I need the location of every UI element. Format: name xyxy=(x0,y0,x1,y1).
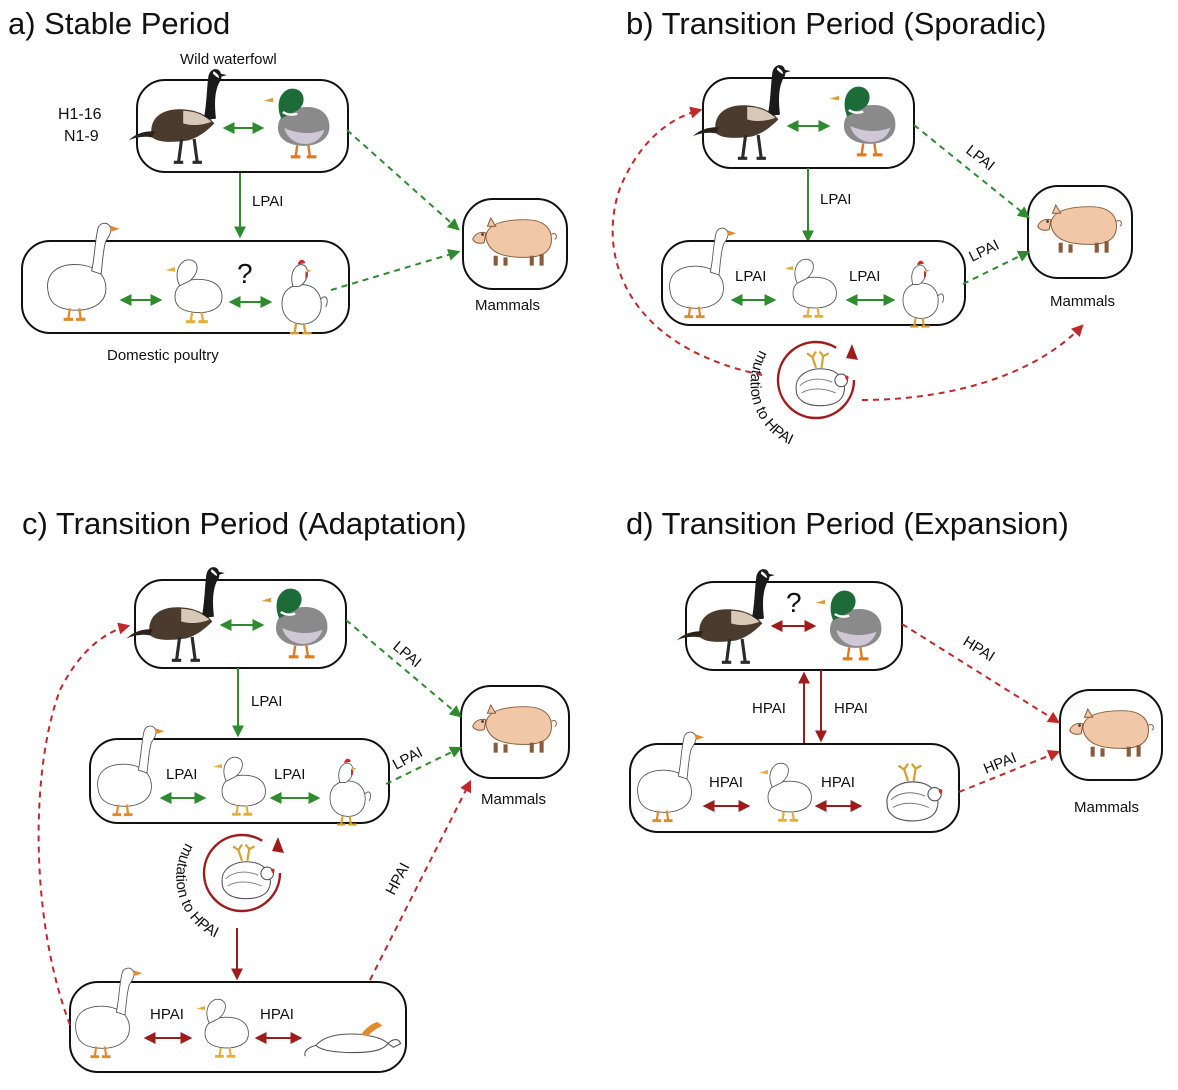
subtypes-n-label: N1-9 xyxy=(64,128,99,145)
domestic-to-mammal-arrow xyxy=(958,750,1061,793)
panel-b: b) Transition Period (Sporadic) LPAI LPA… xyxy=(611,6,1133,448)
panel-c-title: c) Transition Period (Adaptation) xyxy=(22,506,467,541)
wild-to-mammal-label: HPAI xyxy=(960,633,998,665)
hpai-goose-duck-label: HPAI xyxy=(150,1006,184,1023)
wild-to-mammal-arrow xyxy=(913,124,1030,219)
wild-to-mammal-arrow xyxy=(346,129,460,231)
uncertain-mark: ? xyxy=(786,587,802,618)
wild-to-domestic-label: LPAI xyxy=(820,191,851,208)
panel-c: c) Transition Period (Adaptation) LPAI L… xyxy=(22,506,570,1073)
panel-a-title: a) Stable Period xyxy=(8,6,230,41)
domestic-to-mammal-arrow xyxy=(385,746,463,785)
goose-duck-label: HPAI xyxy=(709,774,743,791)
uncertain-mark: ? xyxy=(237,258,253,289)
domestic-to-wild-label: HPAI xyxy=(752,700,786,717)
subtypes-h-label: H1-16 xyxy=(58,106,102,123)
domestic-to-mammal-label: HPAI xyxy=(981,749,1019,777)
mammals-label: Mammals xyxy=(1074,799,1139,816)
domestic-to-mammal-arrow xyxy=(962,250,1031,285)
hpai-to-mammal-label: HPAI xyxy=(383,860,414,898)
domestic-poultry-label: Domestic poultry xyxy=(107,347,219,364)
mammals-label: Mammals xyxy=(481,791,546,808)
domestic-to-mammal-arrow xyxy=(330,249,461,291)
goose-duck-label: LPAI xyxy=(166,766,197,783)
wild-to-mammal-arrow xyxy=(901,623,1061,724)
mutation-label: mutation to HPAI xyxy=(746,348,795,448)
mutation-label: mutation to HPAI xyxy=(172,841,221,941)
mutation-to-wild-arrow xyxy=(611,106,763,376)
wild-waterfowl-label: Wild waterfowl xyxy=(180,51,277,68)
mutation-cycle-icon xyxy=(204,835,284,911)
panel-d: d) Transition Period (Expansion) ? HPAI … xyxy=(626,506,1163,833)
mammals-label: Mammals xyxy=(475,297,540,314)
panel-d-title: d) Transition Period (Expansion) xyxy=(626,506,1069,541)
panel-a: a) Stable Period Wild waterfowl H1-16 N1… xyxy=(8,6,568,364)
duck-chicken-label: LPAI xyxy=(274,766,305,783)
wild-to-domestic-label: LPAI xyxy=(251,693,282,710)
hpai-to-wild-arrow xyxy=(37,622,131,1026)
mammals-label: Mammals xyxy=(1050,293,1115,310)
goose-duck-label: LPAI xyxy=(735,268,766,285)
duck-chicken-label: HPAI xyxy=(821,774,855,791)
duck-chicken-label: LPAI xyxy=(849,268,880,285)
mutation-to-mammal-arrow xyxy=(861,324,1084,401)
domestic-to-mammal-label: LPAI xyxy=(390,744,426,774)
domestic-to-mammal-label: LPAI xyxy=(966,237,1002,266)
wild-to-domestic-label: HPAI xyxy=(834,700,868,717)
wild-to-mammal-arrow xyxy=(345,619,462,718)
wild-to-mammal-label: LPAI xyxy=(389,638,424,671)
mutation-cycle-icon xyxy=(778,342,858,418)
wild-to-domestic-label: LPAI xyxy=(252,193,283,210)
hpai-to-mammal-arrow xyxy=(369,779,472,981)
hpai-duck-dead-label: HPAI xyxy=(260,1006,294,1023)
panel-b-title: b) Transition Period (Sporadic) xyxy=(626,6,1046,41)
